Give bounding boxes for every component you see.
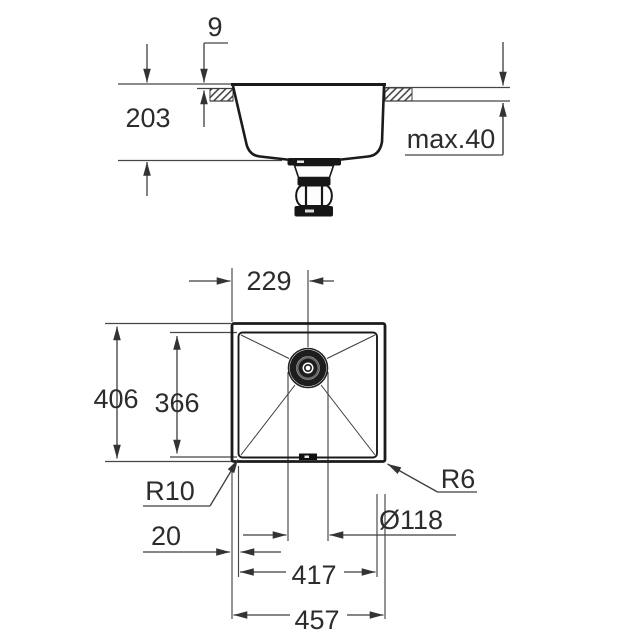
dim-label-overall-width: 457 (294, 605, 339, 635)
dim-label-rim-above-counter: 9 (207, 12, 222, 42)
bowl-crease-lines (240, 334, 376, 456)
dim-label-inner-width: 417 (291, 560, 336, 590)
dim-label-overall-depth: 406 (93, 384, 138, 414)
countertop-hatch-left (209, 88, 234, 102)
plan-view-section: 229 406 366 R10 R6 20 Ø118 417 457 (93, 266, 477, 635)
dim-label-inner-depth: 366 (154, 388, 199, 418)
dim-label-inner-corner-radius: R10 (145, 476, 195, 506)
dim-label-left-rim-width: 20 (151, 521, 181, 551)
dim-label-max-counter-thickness: max.40 (407, 124, 496, 154)
sink-outer-edge (230, 322, 387, 463)
plan-view-extension-lines (105, 268, 386, 619)
dim-label-bowl-depth: 203 (125, 103, 170, 133)
overflow-mark (299, 453, 317, 460)
sink-bowl-profile (231, 85, 386, 162)
dim-label-outer-corner-radius: R6 (441, 464, 476, 494)
side-view-dimension-arrows (143, 42, 507, 196)
countertop-hatch-right (384, 87, 413, 102)
plan-view-dimension-arrows (113, 277, 477, 619)
dim-label-drain-diameter: Ø118 (379, 505, 443, 535)
side-view-section: 9 203 max.40 (118, 12, 510, 217)
drain-assembly-icon (287, 158, 341, 217)
dim-label-drain-center-from-left: 229 (246, 266, 291, 296)
drain-icon (287, 347, 329, 389)
